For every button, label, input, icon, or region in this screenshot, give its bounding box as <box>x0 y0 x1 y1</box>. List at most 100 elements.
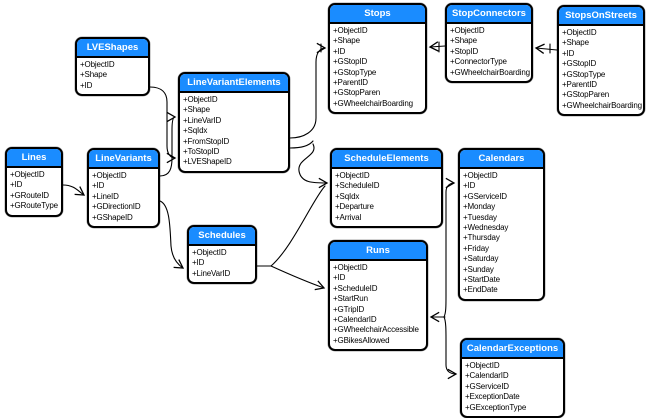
entity-field: +ObjectID <box>192 248 227 257</box>
entity-title: Runs <box>330 242 426 261</box>
entity-Stops: Stops+ObjectID+Shape+ID+GStopID+GStopTyp… <box>328 3 427 115</box>
entity-field: +GWheelchairAccessible <box>333 325 419 335</box>
entity-field: +LineVarID <box>192 268 231 278</box>
entity-field: +ObjectID <box>335 171 370 180</box>
entity-field: +ID <box>10 180 23 190</box>
entity-field: +GWheelchairBoarding <box>333 98 413 108</box>
entity-title: LineVariantElements <box>180 74 288 93</box>
entity-field: +GServiceID <box>463 191 507 201</box>
entity-field: +ObjectID <box>333 26 368 35</box>
entity-field: +ConnectorType <box>450 57 507 67</box>
entity-field-list: +ObjectID+ID+ScheduleID+StartRun+GTripID… <box>330 261 426 349</box>
entity-field: +GRouteID <box>10 190 49 200</box>
entity-field: +Shape <box>562 38 589 48</box>
rel-linevariants-lve <box>159 111 177 177</box>
entity-field: +ToStopID <box>183 146 220 156</box>
entity-field: +GDirectionID <box>92 202 141 212</box>
entity-field: +Shape <box>80 70 107 80</box>
entity-field: +LineID <box>92 191 119 201</box>
entity-LineVariants: LineVariants+ObjectID+ID+LineID+GDirecti… <box>87 148 160 228</box>
entity-field: +LVEShapeID <box>183 157 232 167</box>
entity-Schedules: Schedules +ObjectID+ID+LineVarID <box>187 225 257 285</box>
entity-field: +Sunday <box>463 264 494 274</box>
entity-field: +Shape <box>333 36 360 46</box>
entity-field: +Thursday <box>463 233 500 243</box>
entity-field: +ObjectID <box>80 60 115 69</box>
entity-field: +ID <box>463 181 476 191</box>
entity-field: +ID <box>80 80 93 90</box>
entity-title: Stops <box>330 5 425 24</box>
entity-field: +EndDate <box>463 285 498 295</box>
entity-title: Lines <box>7 149 61 168</box>
entity-title: ScheduleElements <box>332 150 441 169</box>
entity-title: Schedules <box>189 227 255 246</box>
entity-LVEShapes: LVEShapes +ObjectID+Shape+ID <box>75 37 150 97</box>
rel-lines-linevariants <box>62 184 86 196</box>
entity-Runs: Runs+ObjectID+ID+ScheduleID+StartRun+GTr… <box>328 240 428 352</box>
entity-title: LVEShapes <box>77 39 148 58</box>
rel-stopconnectors-stopsonstreets <box>534 43 558 54</box>
entity-title: Calendars <box>460 150 543 169</box>
entity-field-list: +ObjectID+Shape+ID+GStopID+GStopType+Par… <box>330 24 425 112</box>
entity-Lines: Lines+ObjectID+ID+GRouteID+GRouteType <box>5 147 63 217</box>
entity-ScheduleElements: ScheduleElements+ObjectID+ScheduleID+SqI… <box>330 148 443 228</box>
rel-runs-calendarexceptions <box>443 316 458 380</box>
entity-field: +Friday <box>463 243 489 253</box>
entity-field-list: +ObjectID+ID+GRouteID+GRouteType <box>7 168 61 215</box>
rel-schedules-scheduleelements <box>270 185 326 267</box>
entity-field: +ExceptionDate <box>465 392 520 402</box>
entity-LineVariantElements: LineVariantElements+ObjectID+Shape+LineV… <box>178 72 290 173</box>
entity-field: +ID <box>333 46 346 56</box>
entity-StopsOnStreets: StopsOnStreets+ObjectID+Shape+ID+GStopID… <box>557 5 645 117</box>
entity-field: +ObjectID <box>562 28 597 37</box>
rel-lveshapes-lve <box>149 86 177 164</box>
entity-field: +GWheelchairBoarding <box>562 100 642 110</box>
entity-field: +GWheelchairBoarding <box>450 67 530 77</box>
entity-field: +GBikesAllowed <box>333 335 390 345</box>
entity-field: +LineVarID <box>183 115 222 125</box>
entity-field: +GStopType <box>333 67 377 77</box>
entity-field: +GRouteType <box>10 201 58 211</box>
entity-field: +Tuesday <box>463 212 497 222</box>
entity-StopConnectors: StopConnectors+ObjectID+Shape+StopID+Con… <box>445 3 533 83</box>
entity-field: +ObjectID <box>465 361 500 370</box>
entity-field: +GExceptionType <box>465 402 527 412</box>
entity-field: +GStopType <box>562 69 606 79</box>
entity-field-list: +ObjectID+CalendarID+GServiceID+Exceptio… <box>462 359 563 416</box>
entity-field: +GServiceID <box>465 381 509 391</box>
rel-stops-stopconnectors <box>428 41 446 52</box>
entity-field-list: +ObjectID+ScheduleID+SqIdx+Departure+Arr… <box>332 169 441 226</box>
entity-field: +GShapeID <box>92 212 133 222</box>
rel-runs-calendars <box>443 177 456 318</box>
entity-field: +ObjectID <box>10 170 45 179</box>
entity-CalendarExceptions: CalendarExceptions+ObjectID+CalendarID+G… <box>460 338 565 418</box>
entity-field: +ObjectID <box>92 171 127 180</box>
entity-field: +Departure <box>335 202 374 212</box>
entity-field: +ObjectID <box>463 171 498 180</box>
rel-lve-stops-2 <box>289 140 314 149</box>
entity-field: +ID <box>92 181 105 191</box>
entity-field: +StartRun <box>333 294 368 304</box>
entity-field: +ScheduleID <box>335 181 380 191</box>
entity-field: +StopID <box>450 46 479 56</box>
entity-field: +CalendarID <box>333 314 377 324</box>
entity-field: +CalendarID <box>465 371 509 381</box>
entity-field: +SqIdx <box>335 191 360 201</box>
entity-field: +Shape <box>183 105 210 115</box>
entity-field: +Saturday <box>463 254 499 264</box>
entity-field: +Arrival <box>335 212 362 222</box>
entity-field: +ParentID <box>333 77 368 87</box>
entity-field: +ID <box>192 258 205 268</box>
rel-schedules-runs <box>270 265 326 291</box>
entity-field: +StartDate <box>463 274 500 284</box>
entity-field: +Shape <box>450 36 477 46</box>
entity-field: +ObjectID <box>450 26 485 35</box>
entity-title: CalendarExceptions <box>462 340 563 359</box>
rel-linevariants-schedules <box>159 200 185 269</box>
entity-field: +FromStopID <box>183 136 230 146</box>
entity-field: +GTripID <box>333 304 365 314</box>
entity-field: +GStopParen <box>333 88 381 98</box>
entity-field: +ScheduleID <box>333 283 378 293</box>
